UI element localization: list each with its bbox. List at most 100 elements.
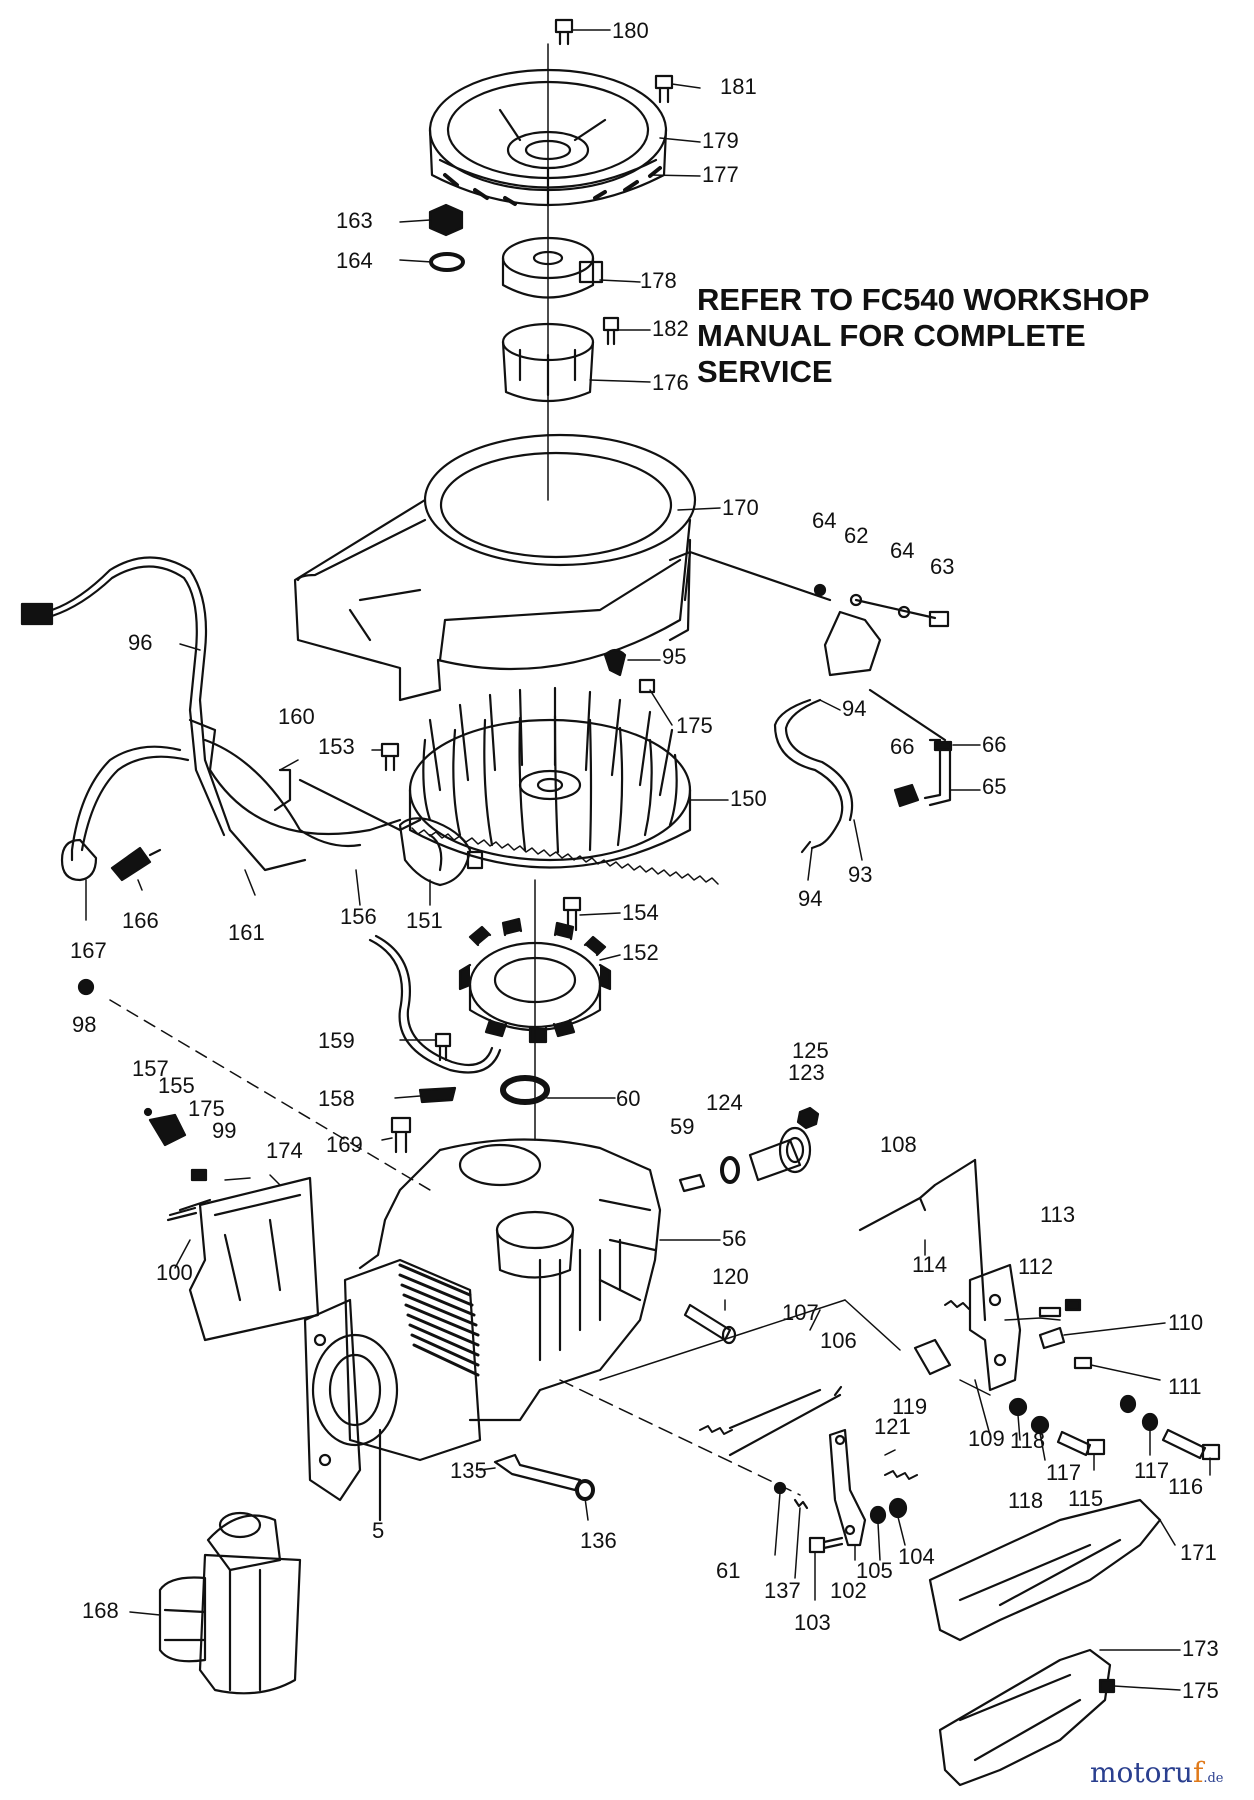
crankcase-56 <box>358 1138 662 1422</box>
assembly-line-107 <box>599 1299 846 1381</box>
callout-158: 158 <box>318 1086 355 1111</box>
nut-163 <box>428 203 464 237</box>
callout-173: 173 <box>1182 1636 1219 1661</box>
ignition-coil-151 <box>273 768 484 887</box>
rod-107 <box>699 1388 822 1435</box>
callout-156: 156 <box>340 904 377 929</box>
callout-175: 175 <box>1182 1678 1219 1703</box>
bolt-169 <box>390 1116 412 1154</box>
callout-150: 150 <box>730 786 767 811</box>
callout-125: 125 <box>792 1038 829 1063</box>
callout-155: 155 <box>158 1073 195 1098</box>
leader-lines <box>85 29 1211 1691</box>
assembly-line-61 <box>559 1379 801 1496</box>
callout-171: 171 <box>1180 1540 1217 1565</box>
wire-harness-96 <box>20 556 402 872</box>
callout-169: 169 <box>326 1132 363 1157</box>
callout-136: 136 <box>580 1528 617 1553</box>
bolt-103 <box>808 1536 844 1554</box>
screw-111 <box>1073 1356 1093 1370</box>
callout-153: 153 <box>318 734 355 759</box>
callout-61: 61 <box>716 1558 741 1583</box>
callout-66: 66 <box>982 732 1007 757</box>
service-note: REFER TO FC540 WORKSHOP MANUAL FOR COMPL… <box>697 282 1217 390</box>
callout-182: 182 <box>652 316 689 341</box>
fuel-fitting-65 <box>868 688 953 808</box>
watermark-accent: f <box>1192 1756 1204 1789</box>
ring-124 <box>720 1156 740 1184</box>
callout-178: 178 <box>640 268 677 293</box>
callout-168: 168 <box>82 1598 119 1623</box>
callout-170: 170 <box>722 495 759 520</box>
bolt-181 <box>654 74 674 104</box>
callout-99: 99 <box>212 1118 237 1143</box>
callout-111: 111 <box>1168 1374 1202 1399</box>
callout-117: 117 <box>1134 1458 1170 1483</box>
callout-161: 161 <box>228 920 265 945</box>
bracket-174 <box>178 1176 320 1342</box>
callout-123: 123 <box>788 1060 825 1085</box>
link-108 <box>858 1158 977 1232</box>
callout-159: 159 <box>318 1028 355 1053</box>
callout-93: 93 <box>848 862 873 887</box>
callout-96: 96 <box>128 630 153 655</box>
nut-125 <box>796 1106 820 1130</box>
sleeve-119 <box>913 1338 952 1376</box>
callout-164: 164 <box>336 248 373 273</box>
callout-107: 107 <box>782 1300 819 1325</box>
callout-63: 63 <box>930 554 955 579</box>
rod-106 <box>728 1385 843 1457</box>
callout-115: 115 <box>1068 1486 1104 1511</box>
watermark: motoruf.de <box>1090 1756 1223 1789</box>
flywheel-150 <box>408 686 719 885</box>
screw-113 <box>1064 1298 1082 1312</box>
callout-110: 110 <box>1168 1310 1204 1335</box>
screw-112 <box>1038 1306 1062 1318</box>
callout-60: 60 <box>616 1086 641 1111</box>
callout-64: 64 <box>812 508 837 533</box>
callout-175: 175 <box>676 713 713 738</box>
callout-118: 118 <box>1008 1488 1044 1513</box>
callout-174: 174 <box>266 1138 303 1163</box>
callout-104: 104 <box>898 1544 935 1569</box>
callout-102: 102 <box>830 1578 867 1603</box>
plate-109 <box>968 1158 1022 1392</box>
seal-60 <box>500 1075 550 1105</box>
clip-158 <box>418 1086 457 1104</box>
pin-59 <box>678 1173 706 1193</box>
spring-121 <box>884 1470 918 1480</box>
service-note-line-1: REFER TO FC540 WORKSHOP <box>697 282 1150 317</box>
lever-110 <box>1038 1326 1066 1350</box>
callout-62: 62 <box>844 523 869 548</box>
callout-119: 119 <box>892 1394 928 1419</box>
callout-108: 108 <box>880 1132 917 1157</box>
callout-166: 166 <box>122 908 159 933</box>
service-note-line-3: SERVICE <box>697 354 833 389</box>
pin-100 <box>166 1206 198 1222</box>
callout-105: 105 <box>856 1558 893 1583</box>
callout-59: 59 <box>670 1114 695 1139</box>
plug-98 <box>77 978 95 996</box>
assembly-line-119 <box>844 1299 901 1351</box>
switch-166 <box>110 846 162 882</box>
callout-160: 160 <box>278 704 315 729</box>
callout-151: 151 <box>406 908 443 933</box>
callout-64: 64 <box>890 538 915 563</box>
watermark-suffix: .de <box>1203 1771 1224 1786</box>
callout-112: 112 <box>1018 1254 1054 1279</box>
bolt-116 <box>1161 1428 1221 1461</box>
callout-109: 109 <box>968 1426 1005 1451</box>
bolt-182 <box>602 316 620 346</box>
callout-113: 113 <box>1040 1202 1076 1227</box>
callout-94: 94 <box>842 696 867 721</box>
callout-118: 118 <box>1010 1428 1046 1453</box>
callout-100: 100 <box>156 1260 193 1285</box>
link-135 <box>493 1453 582 1492</box>
callout-177: 177 <box>702 162 739 187</box>
callout-94: 94 <box>798 886 823 911</box>
lever-102 <box>828 1428 867 1547</box>
assembly-line-98 <box>109 999 431 1191</box>
shield-173 <box>938 1648 1112 1787</box>
